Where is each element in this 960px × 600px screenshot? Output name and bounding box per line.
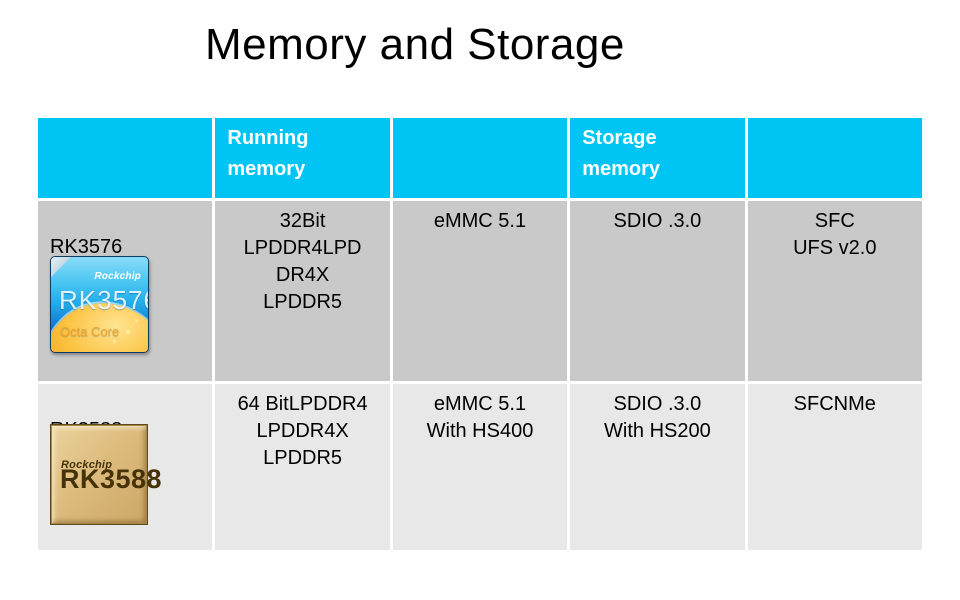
cell-rk3576-sfc-ufs: SFC UFS v2.0 bbox=[747, 201, 922, 381]
sparkle-dot bbox=[135, 319, 138, 322]
folded-corner-graphic bbox=[51, 257, 71, 277]
rk3588-chip-image: Rockchip RK3588 bbox=[50, 424, 162, 525]
cell-rk3588-sfc-nme: SFCNMe bbox=[747, 384, 922, 550]
row-rk3588-name-cell: RK3588 Rockchip RK3588 bbox=[38, 384, 213, 550]
header-cell-running-memory: Running memory bbox=[215, 118, 390, 198]
header-cell-blank-2 bbox=[392, 118, 568, 198]
rockchip-logo: Rockchip bbox=[94, 271, 141, 282]
header-cell-blank-1 bbox=[38, 118, 213, 198]
cell-rk3576-emmc: eMMC 5.1 bbox=[392, 201, 568, 381]
header-cell-blank-3 bbox=[747, 118, 922, 198]
rockchip-logo: Rockchip bbox=[61, 459, 113, 471]
rk3576-label: RK3576 bbox=[50, 236, 123, 258]
row-rk3576-name-cell: RK3576 Rockchip RK3576 Octa Core bbox=[38, 201, 213, 381]
page-title: Memory and Storage bbox=[205, 20, 625, 69]
cell-rk3588-running-memory: 64 BitLPDDR4 LPDDR4X LPDDR5 bbox=[215, 384, 390, 550]
cell-rk3576-sdio: SDIO .3.0 bbox=[570, 201, 745, 381]
chip-model-text: RK3576 bbox=[59, 285, 149, 315]
chip-model-text: RK3588 bbox=[60, 464, 163, 494]
sparkle-dot bbox=[113, 340, 116, 343]
header-cell-storage-memory: Storage memory bbox=[570, 118, 745, 198]
chip-subtitle-text: Octa Core bbox=[60, 324, 120, 339]
cell-rk3588-sdio: SDIO .3.0 With HS200 bbox=[570, 384, 745, 550]
cell-rk3588-emmc: eMMC 5.1 With HS400 bbox=[392, 384, 568, 550]
rk3576-chip-image: Rockchip RK3576 Octa Core bbox=[50, 256, 149, 353]
sparkle-dot bbox=[126, 330, 130, 334]
memory-storage-table: Running memory Storage memory RK3576 Roc… bbox=[38, 118, 922, 550]
cell-rk3576-running-memory: 32Bit LPDDR4LPD DR4X LPDDR5 bbox=[215, 201, 390, 381]
